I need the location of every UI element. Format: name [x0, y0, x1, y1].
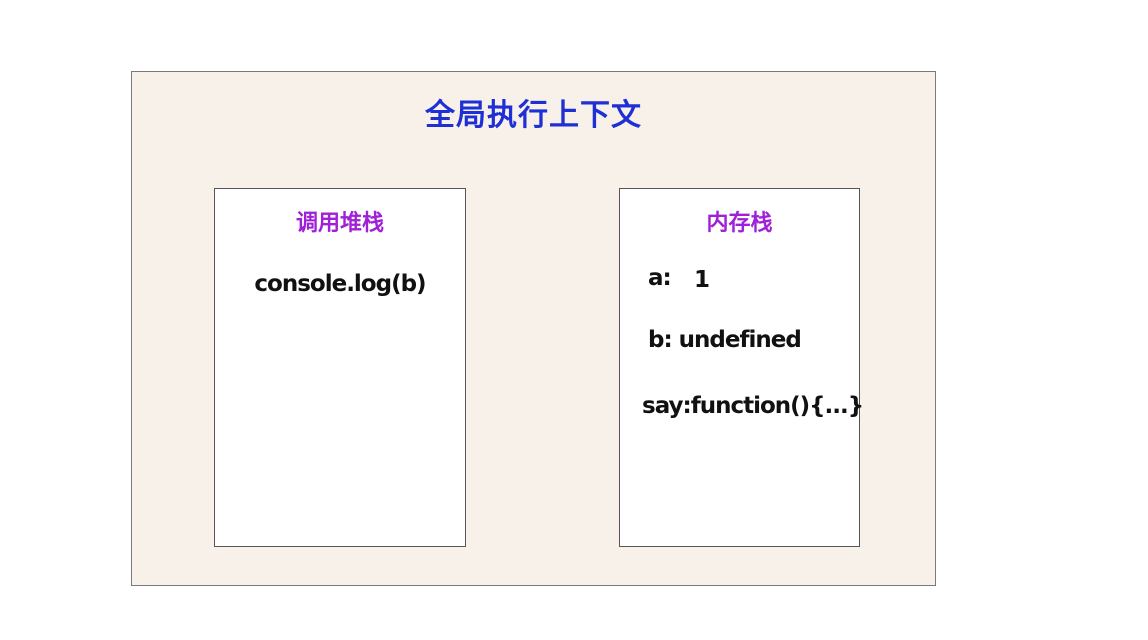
call-stack-title: 调用堆栈 — [295, 211, 384, 236]
memory-entry-say: say:function(){...} — [642, 393, 864, 419]
memory-entry-a-key: a: — [648, 265, 672, 291]
global-execution-context-box: 全局执行上下文 调用堆栈 console.log(b) 内存栈 a: 1 b: … — [131, 71, 936, 586]
global-execution-context-title: 全局执行上下文 — [425, 98, 642, 133]
call-stack-panel: 调用堆栈 console.log(b) — [214, 188, 466, 547]
memory-stack-panel: 内存栈 a: 1 b: undefined say:function(){...… — [619, 188, 864, 547]
memory-entry-b: b: undefined — [648, 327, 802, 353]
memory-entry-a-value: 1 — [694, 267, 710, 293]
memory-stack-title: 内存栈 — [706, 211, 773, 236]
call-stack-entry: console.log(b) — [254, 271, 426, 297]
